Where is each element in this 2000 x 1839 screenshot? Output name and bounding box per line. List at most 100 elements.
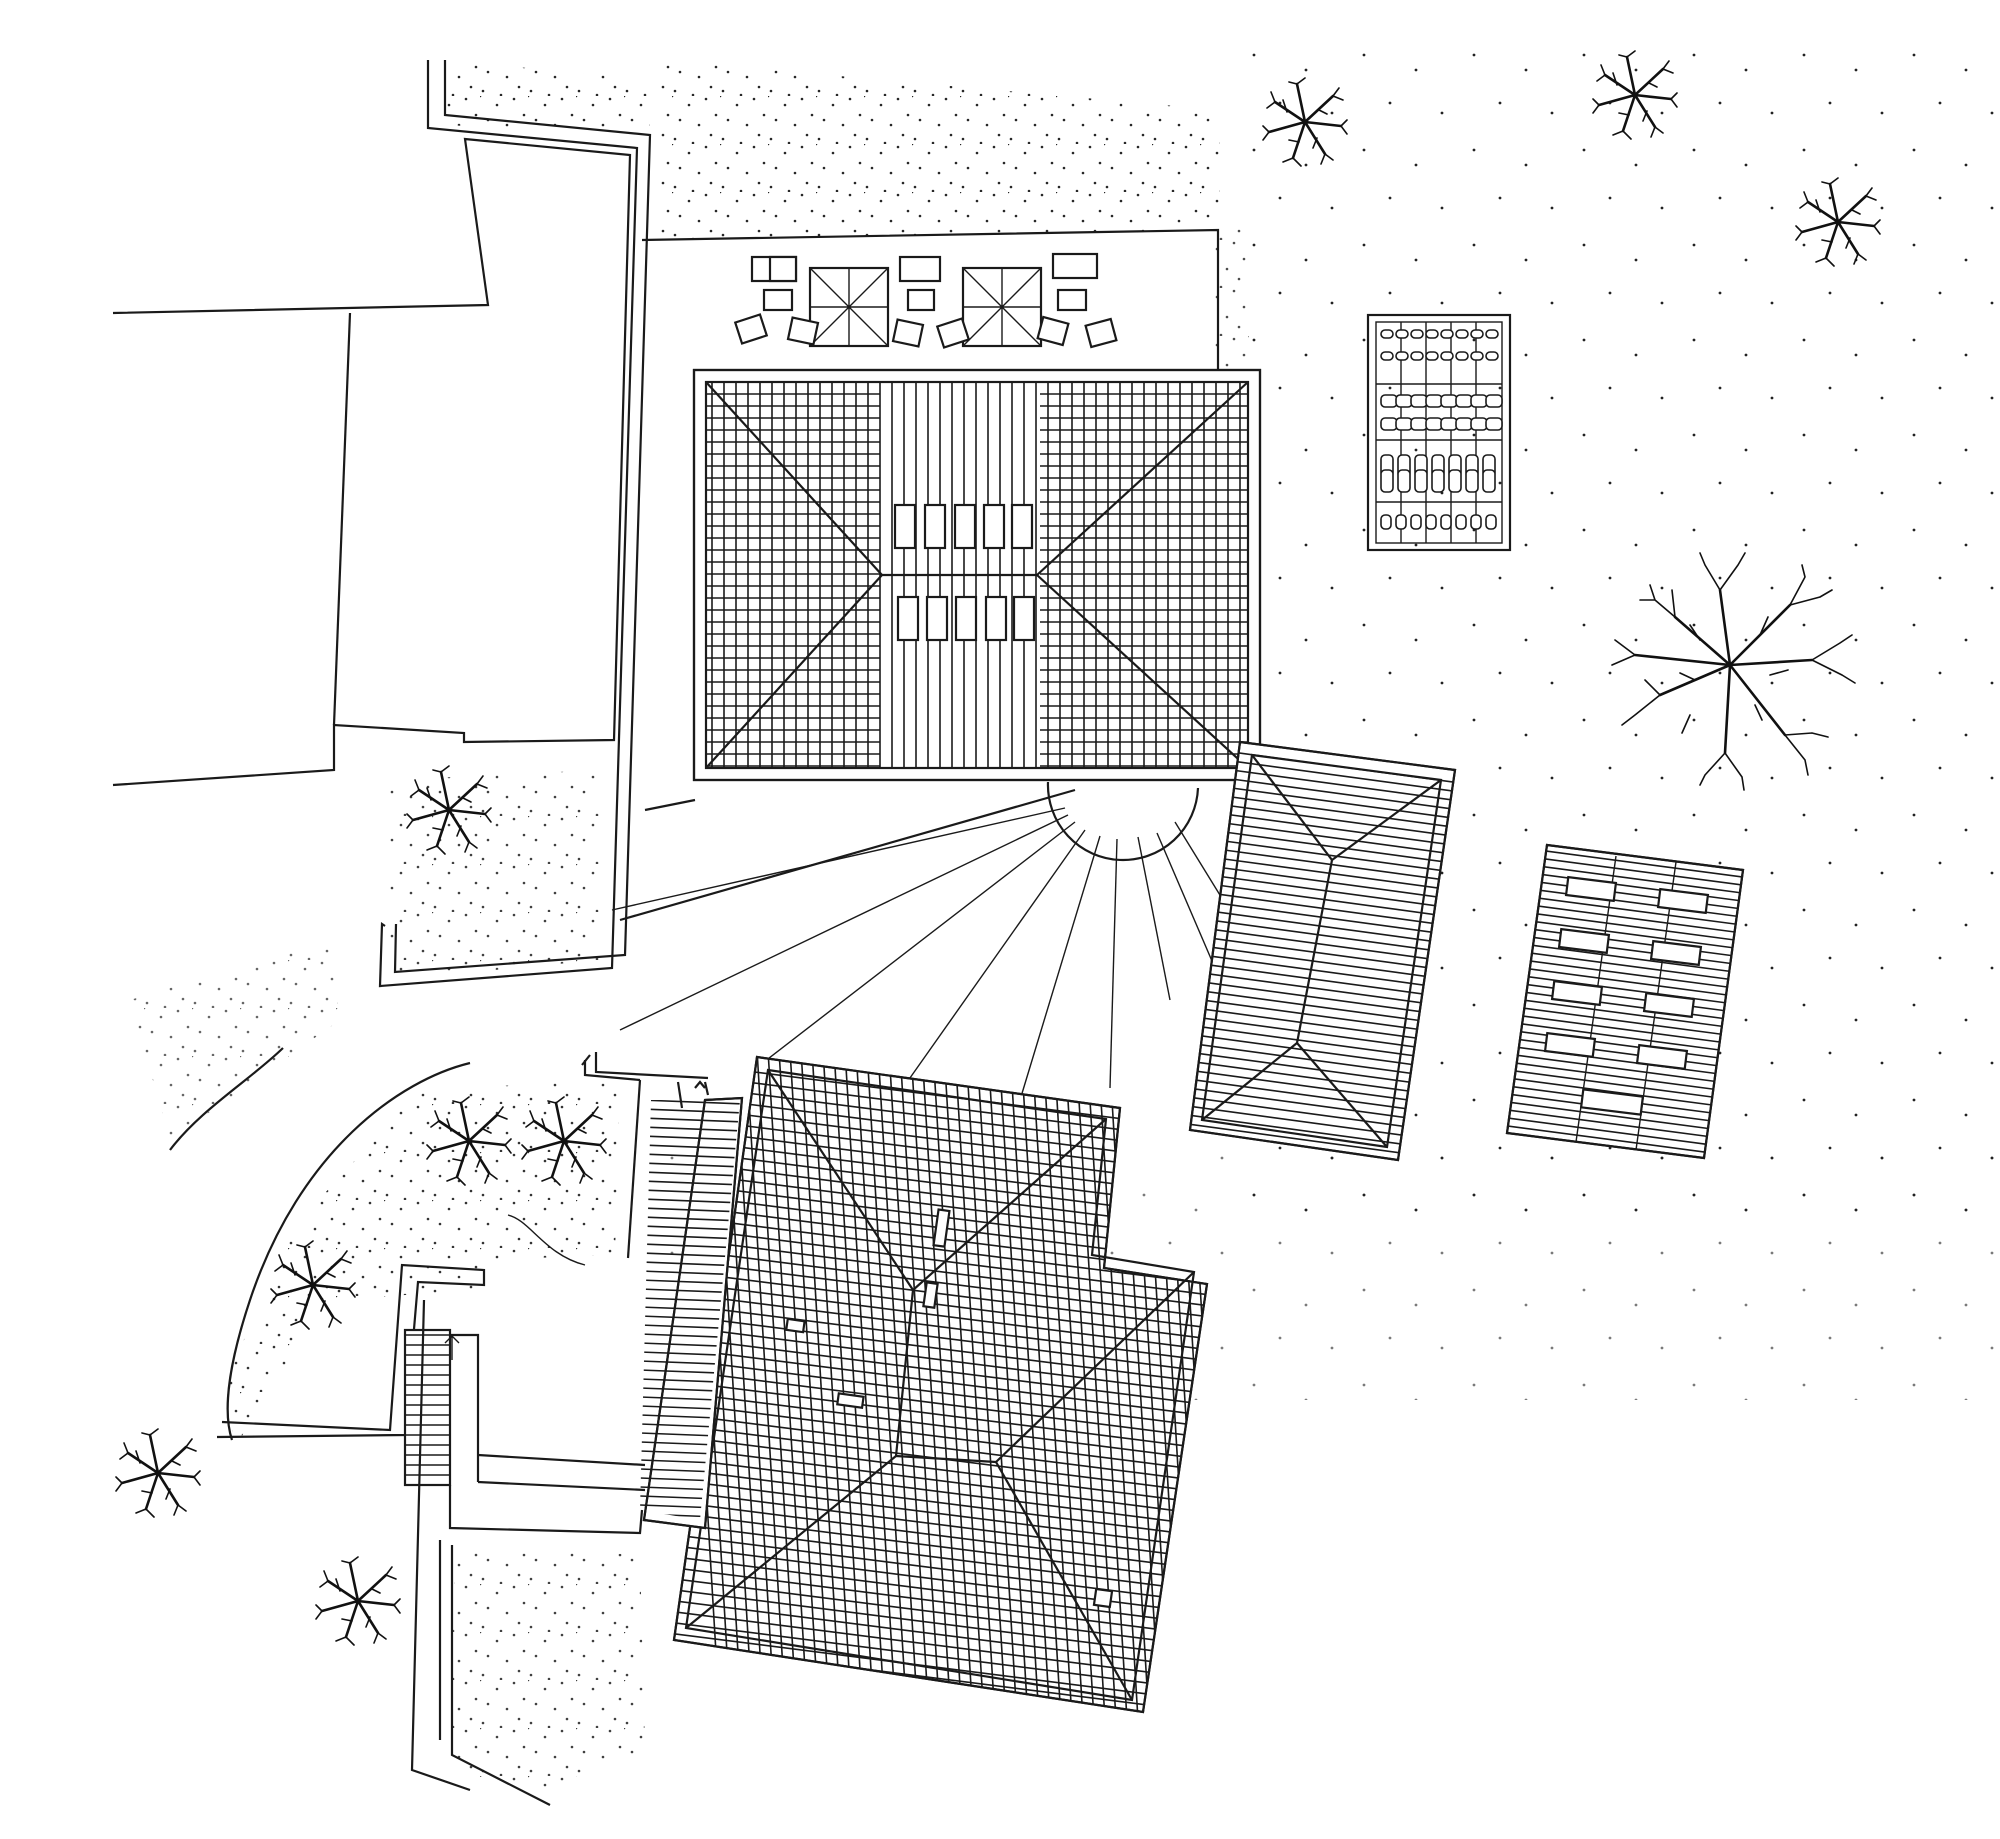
hatch-line [998, 1057, 1040, 1712]
hatch-line [1190, 987, 1455, 1027]
hatch-line [674, 1378, 1207, 1450]
hatch-line [674, 1510, 1207, 1582]
hatch-line [674, 1345, 1207, 1417]
hatch-line [640, 1108, 740, 1114]
hatch-line [674, 1400, 1207, 1472]
garden-stone [1455, 514, 1467, 530]
garden-stone [1395, 394, 1413, 408]
garden-stone [1380, 514, 1392, 530]
hatch-line [674, 1620, 1207, 1692]
hatch-line [800, 1057, 842, 1712]
hatch-line [674, 1433, 1207, 1505]
hatch-line [1507, 1068, 1743, 1103]
hatch-line [1507, 948, 1743, 983]
garden-stone [1470, 514, 1482, 530]
radial-courtyard-paving [611, 781, 1224, 1101]
hatch-line [640, 1198, 740, 1204]
garden-stone [1425, 417, 1443, 431]
hatch-line [1507, 900, 1743, 935]
garden-stone [1414, 469, 1428, 493]
garden-stone [1485, 514, 1497, 530]
garden-stone [1440, 514, 1452, 530]
hatch-line [1190, 969, 1455, 1009]
hatch-line [987, 1057, 1029, 1712]
garden-stone [1395, 514, 1407, 530]
hatch-line [640, 1117, 740, 1123]
hatch-line [1507, 916, 1743, 951]
garden-stone [1440, 417, 1458, 431]
hatch-line [1190, 960, 1455, 1000]
hatch-line [640, 1144, 740, 1150]
hatch-line [910, 1057, 952, 1712]
hatch-line [1009, 1057, 1051, 1712]
garden-stone [1410, 514, 1422, 530]
hatch-line [1507, 940, 1743, 975]
hatch-line [1190, 951, 1455, 991]
garden-stone [1455, 329, 1469, 339]
garden-stone [1410, 394, 1428, 408]
hatch-line [674, 1499, 1207, 1571]
hatch-line [1190, 861, 1455, 901]
garden-stone [1380, 394, 1398, 408]
hatch-line [640, 1126, 740, 1132]
hatch-line [640, 1162, 740, 1168]
garden-stone [1380, 351, 1394, 361]
hatch-line [674, 1521, 1207, 1593]
hatch-line [811, 1057, 853, 1712]
hatch-line [1507, 892, 1743, 927]
neighbor-building-outline [112, 137, 632, 787]
hatch-line [1507, 1060, 1743, 1095]
garden-stone [1440, 351, 1454, 361]
hatch-line [1507, 972, 1743, 1007]
hatch-line [674, 1554, 1207, 1626]
hatch-line [1507, 908, 1743, 943]
hatch-line [674, 1246, 1207, 1318]
hatch-line [674, 1224, 1207, 1296]
hatch-line [674, 1455, 1207, 1527]
hatch-line [674, 1466, 1207, 1538]
tree-icon [314, 1555, 402, 1647]
garden-bed [1366, 313, 1512, 552]
hatch-line [1086, 1057, 1128, 1712]
hatch-line [1507, 1020, 1743, 1055]
hatch-line [640, 1171, 740, 1177]
garden-stone [1425, 514, 1437, 530]
hatch-line [674, 1708, 1207, 1712]
hatch-line [1190, 852, 1455, 892]
hatch-line [1507, 924, 1743, 959]
hatch-line [1507, 980, 1743, 1015]
hatch-line [921, 1057, 963, 1712]
garden-stone [1410, 329, 1424, 339]
hatch-line [674, 1356, 1207, 1428]
hatch-line [1190, 1005, 1455, 1045]
hatch-line [1507, 956, 1743, 991]
shed-skylights [1543, 875, 1710, 1116]
garden-stone [1455, 417, 1473, 431]
garden-stone [1470, 351, 1484, 361]
house-roof-vents [785, 1208, 1114, 1609]
hatch-line [745, 1057, 787, 1712]
main-house-roof [672, 1055, 1209, 1714]
hatch-line [1097, 1057, 1139, 1712]
garden-stone [1485, 329, 1499, 339]
hatch-line [1190, 978, 1455, 1018]
hatch-line [674, 1609, 1207, 1681]
hatch-line [674, 1290, 1207, 1362]
hatch-line [640, 1216, 740, 1222]
garden-stone [1455, 351, 1469, 361]
hatch-line [976, 1057, 1018, 1712]
garden-stone [1425, 394, 1443, 408]
hatch-line [674, 1334, 1207, 1406]
hatch-line [1507, 1044, 1743, 1079]
terrace-furniture [733, 252, 1118, 349]
hatch-line [1507, 964, 1743, 999]
hatch-line [1064, 1057, 1106, 1712]
hatch-line [1190, 915, 1455, 955]
hatch-line [888, 1057, 930, 1712]
garden-stone [1470, 329, 1484, 339]
garden-stone [1397, 469, 1411, 493]
hatch-line [1190, 870, 1455, 910]
hatch-line [640, 1153, 740, 1159]
hatch-line [674, 1543, 1207, 1615]
